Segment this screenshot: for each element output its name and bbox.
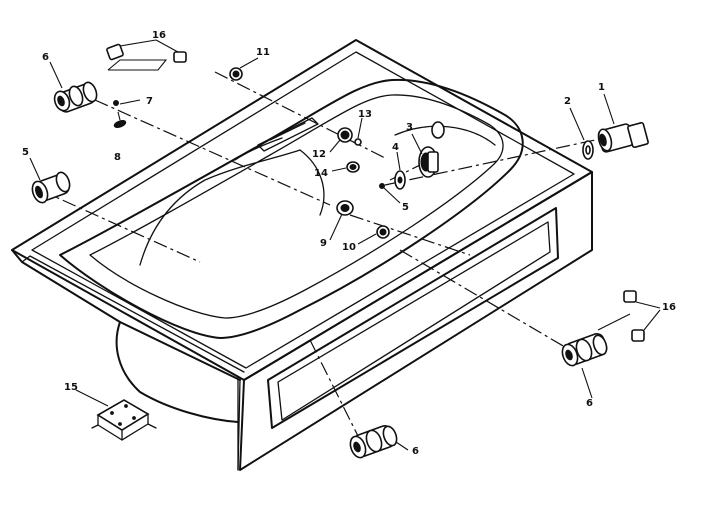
label-2: 2 — [564, 96, 571, 107]
part-suction-cover — [336, 200, 354, 216]
part-pump-fitting — [597, 121, 649, 153]
part-grommet — [346, 161, 360, 173]
part-washer-small — [379, 183, 385, 189]
label-3: 3 — [406, 122, 413, 133]
label-11: 11 — [256, 47, 270, 58]
part-elbow-top — [106, 43, 187, 63]
label-16b: 16 — [662, 302, 676, 313]
part-clip — [354, 138, 362, 146]
label-16a: 16 — [152, 30, 166, 41]
part-elbow-right — [623, 290, 645, 342]
label-5a: 5 — [402, 202, 409, 213]
part-cap — [113, 120, 127, 128]
label-13: 13 — [358, 109, 372, 120]
part-union-top-left — [53, 81, 98, 113]
label-6c: 6 — [412, 446, 419, 457]
label-15: 15 — [64, 382, 78, 393]
part-mounting-bracket — [91, 399, 157, 441]
part-union-bottom — [349, 424, 398, 459]
label-6b: 6 — [586, 398, 593, 409]
leader-lines — [29, 39, 661, 451]
label-12: 12 — [312, 149, 326, 160]
part-nut-10 — [376, 225, 390, 239]
label-5b: 5 — [22, 147, 29, 158]
part-suction-fitting — [31, 171, 71, 204]
part-jet-body — [418, 121, 445, 178]
label-7: 7 — [146, 96, 153, 107]
label-10: 10 — [342, 242, 356, 253]
part-air-control — [337, 127, 353, 143]
label-4: 4 — [392, 142, 399, 153]
part-nut-11 — [229, 67, 243, 81]
part-labels: 1 2 3 4 5 5 6 6 6 7 8 9 10 11 12 13 14 1… — [22, 30, 676, 457]
label-14: 14 — [314, 168, 328, 179]
part-o-ring — [582, 140, 594, 160]
part-gasket — [394, 170, 406, 190]
label-8: 8 — [114, 152, 121, 163]
part-pin — [113, 100, 119, 106]
tub-body — [11, 39, 593, 471]
part-union-right — [561, 332, 608, 367]
label-1: 1 — [598, 82, 605, 93]
label-6a: 6 — [42, 52, 49, 63]
label-9: 9 — [320, 238, 327, 249]
